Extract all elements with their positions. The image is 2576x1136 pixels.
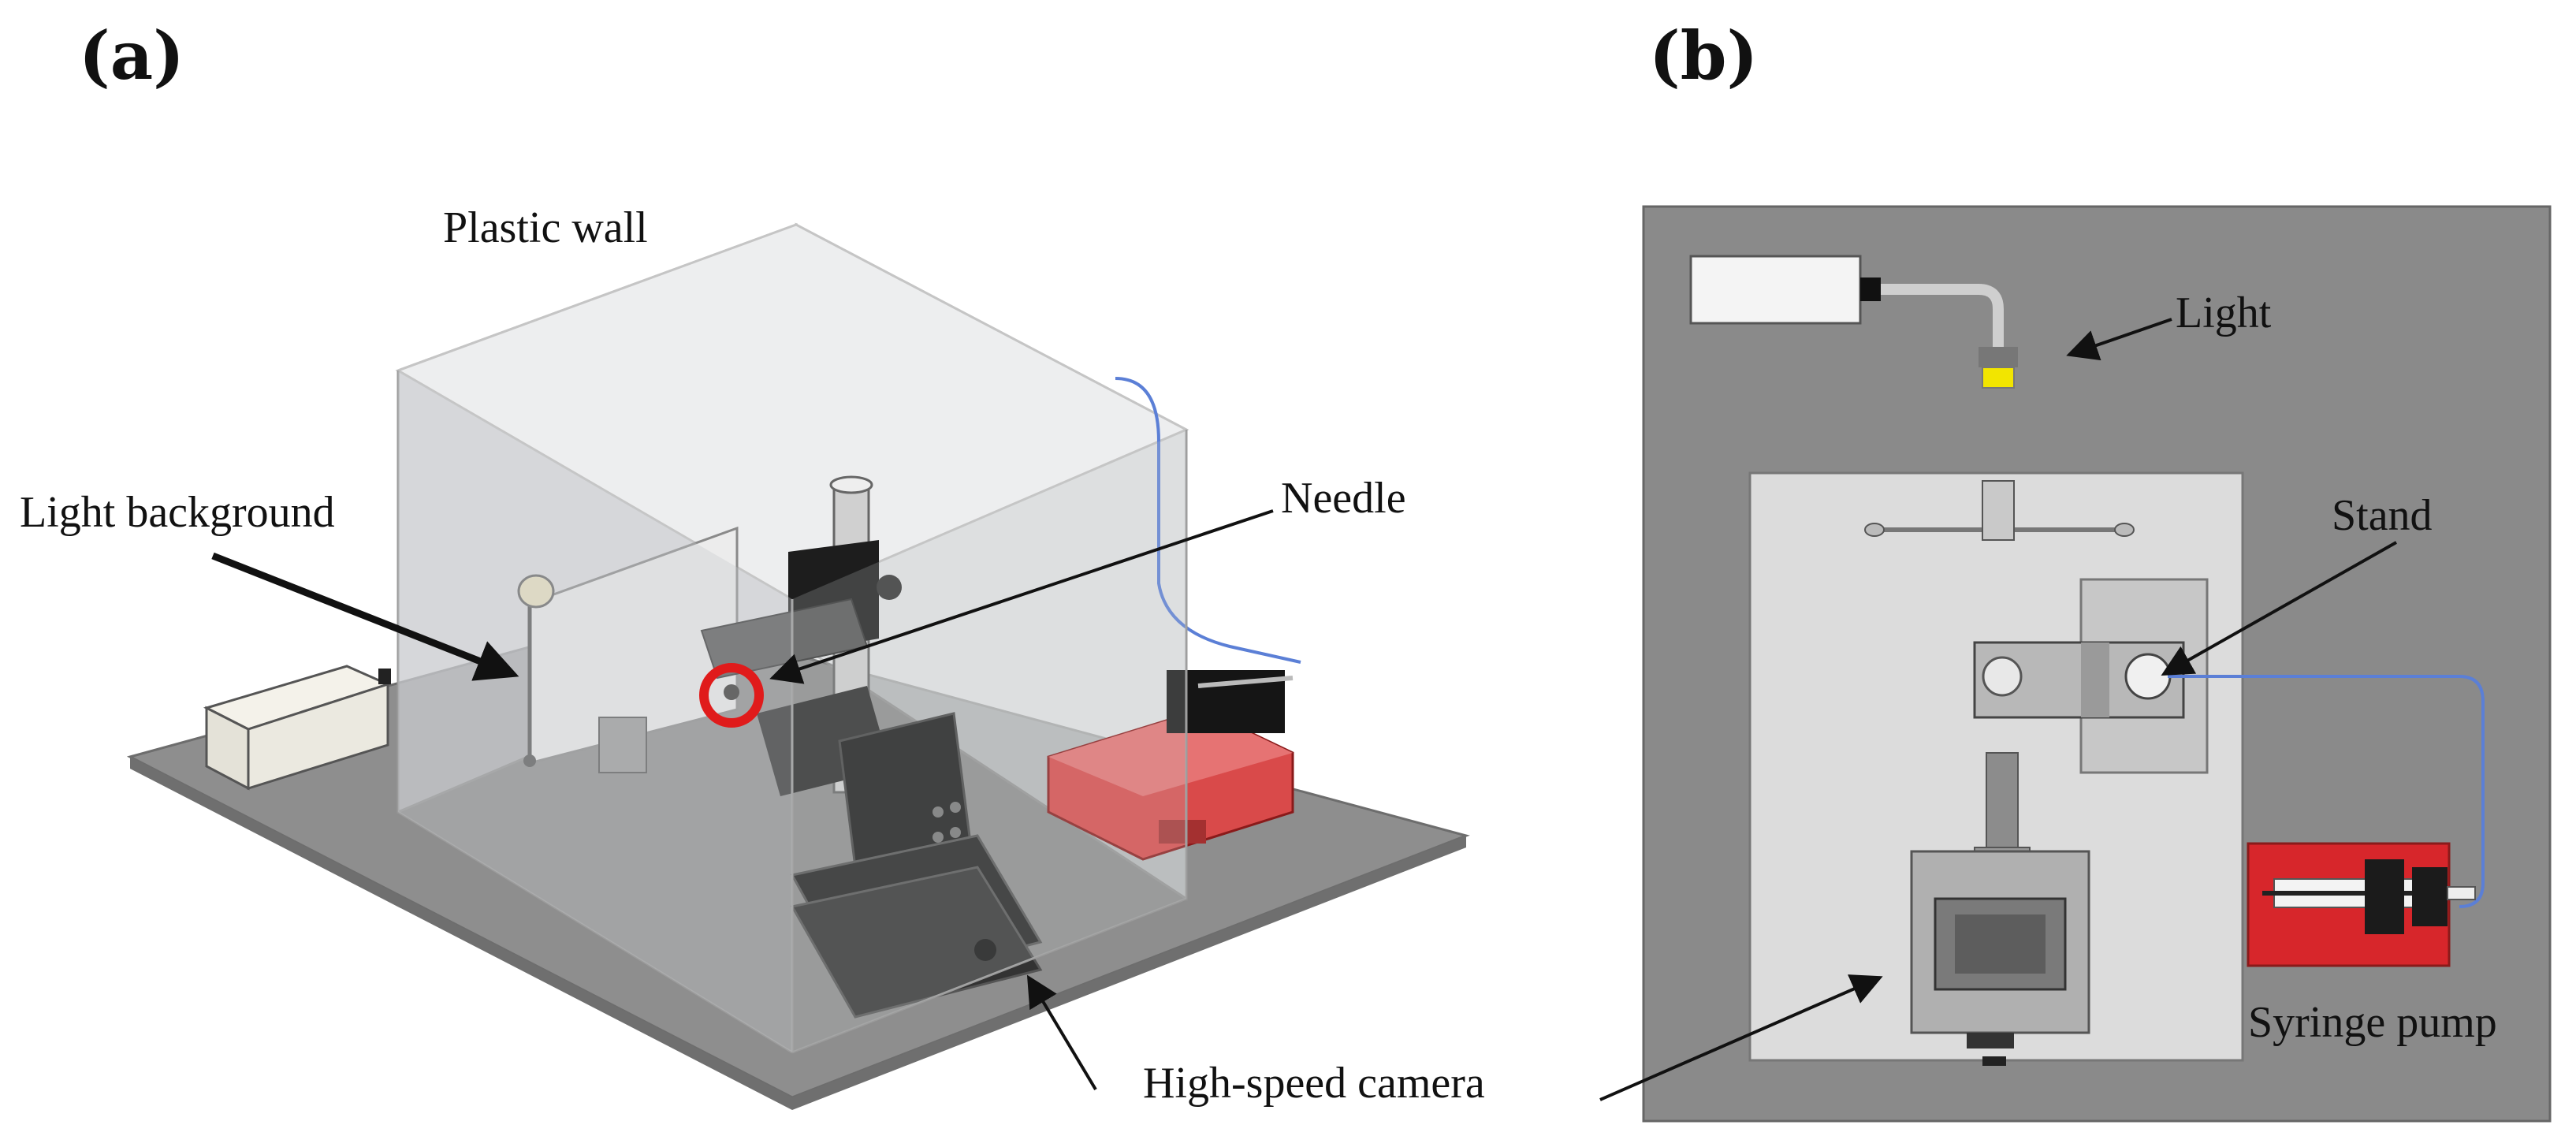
tubing — [1115, 377, 1301, 664]
enclosure-right-glass — [792, 430, 1186, 1052]
needle-tip — [724, 684, 739, 700]
callout-high-speed-camera: High-speed camera — [1143, 1059, 1485, 1108]
arrow-light — [2066, 318, 2172, 361]
callout-light-background: Light background — [20, 488, 335, 537]
panel-b: (b) — [1599, 17, 2552, 1123]
syringe-pump-top-view — [2247, 842, 2476, 967]
panel-b-label: (b) — [1649, 17, 1758, 95]
high-speed-camera-top-view — [1910, 752, 2090, 1066]
light-background-screen — [517, 526, 739, 773]
panel-a: (a) — [20, 17, 1485, 1110]
light-source-top-view — [1689, 255, 2018, 389]
light-source-box — [203, 665, 392, 791]
arrow-high-speed-camera — [1026, 974, 1097, 1091]
arrow-light-background — [211, 552, 519, 681]
screen-mount-top-view — [1864, 480, 2135, 541]
arrow-camera-top-view — [1599, 974, 1883, 1101]
callout-plastic-wall: Plastic wall — [443, 203, 648, 252]
callout-needle: Needle — [1281, 474, 1406, 523]
callout-syringe-pump: Syringe pump — [2248, 998, 2497, 1047]
panel-a-label: (a) — [79, 17, 184, 95]
tubing-top-view — [2168, 675, 2485, 908]
callout-light: Light — [2176, 289, 2272, 337]
arrow-stand — [2161, 541, 2397, 676]
needle-marker-circle — [699, 663, 764, 728]
enclosure-front-glass — [398, 371, 792, 1052]
arrow-needle — [769, 509, 1274, 684]
callout-stand: Stand — [2332, 491, 2433, 540]
enclosure-front-edges — [396, 371, 1188, 1054]
